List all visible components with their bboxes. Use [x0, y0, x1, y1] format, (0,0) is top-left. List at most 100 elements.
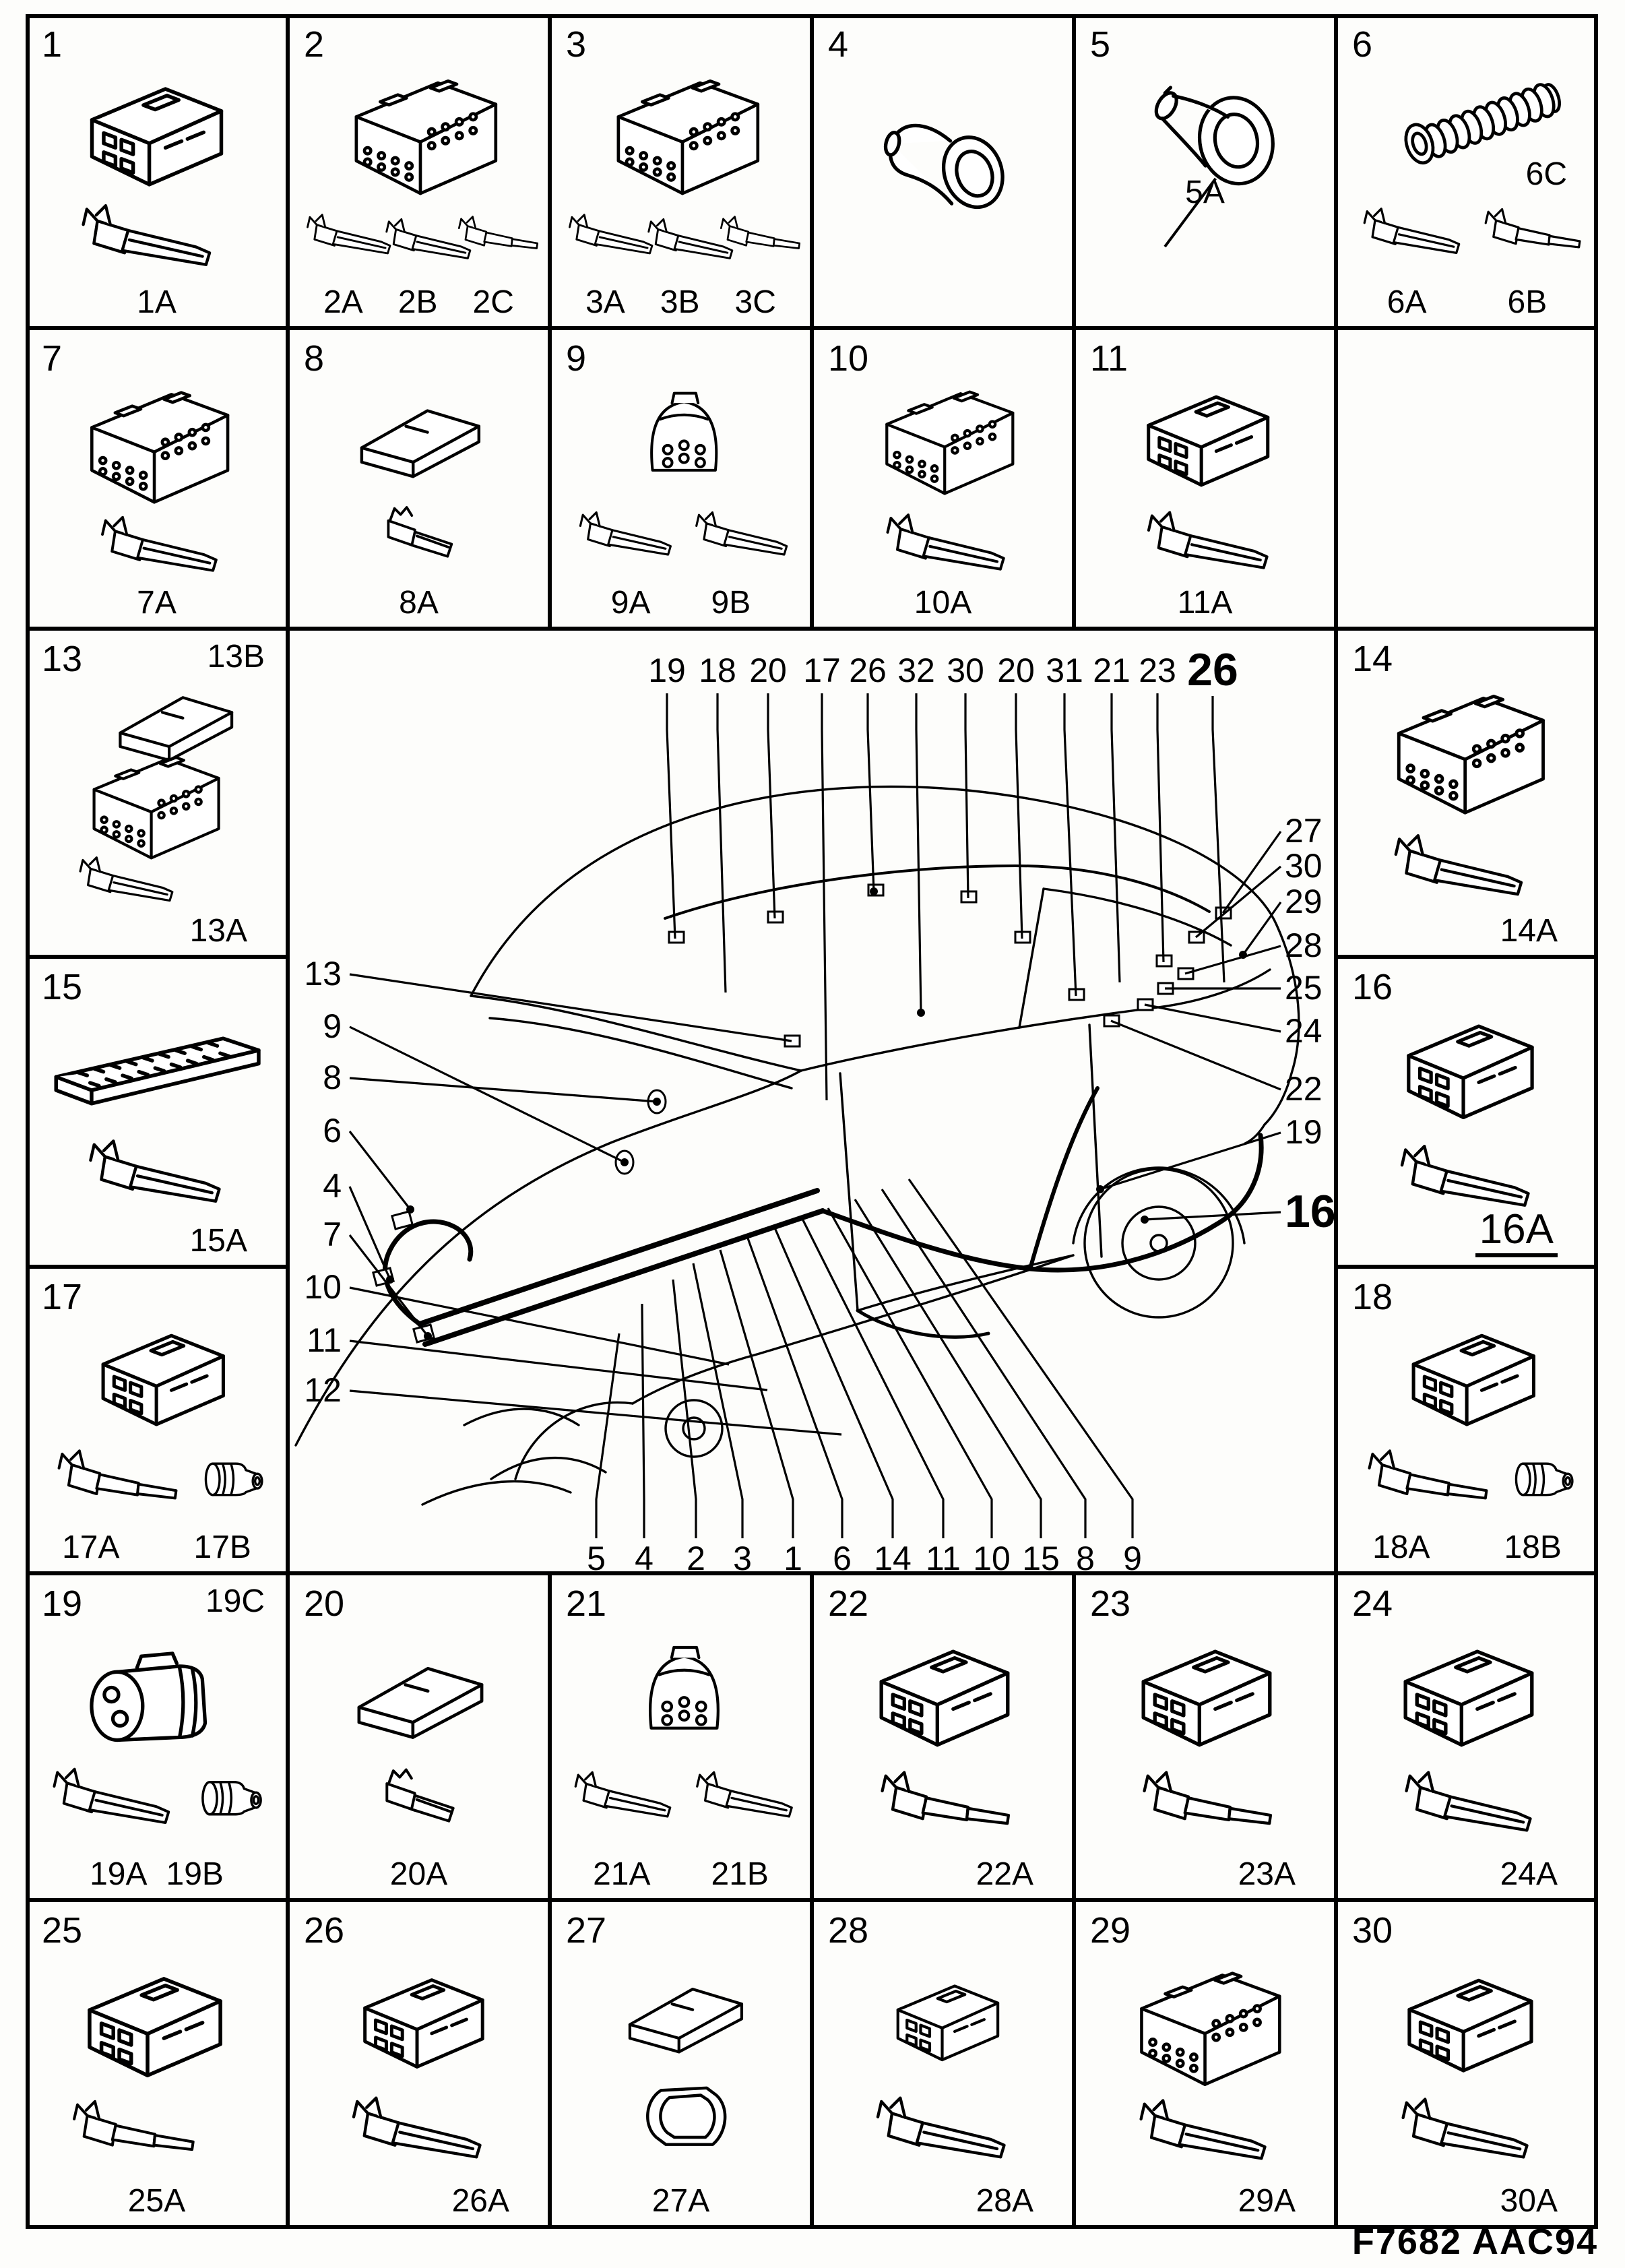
part-label: 28A	[976, 2183, 1033, 2219]
connector-drawing	[568, 69, 801, 260]
callout-number: 14	[874, 1540, 912, 1573]
part-cell-18: 18 18A 18B	[1336, 1267, 1598, 1573]
callout-number: 11	[307, 1321, 342, 1359]
callout-number: 24	[1285, 1012, 1323, 1050]
connector-drawing	[1347, 1955, 1587, 2173]
part-number: 6	[1352, 24, 1373, 65]
connector-drawing	[1347, 684, 1587, 903]
part-cell-13: 13 13B 13A	[26, 629, 288, 957]
part-label: 11A	[1177, 585, 1233, 621]
callout-number: 8	[323, 1059, 342, 1096]
callout-number: 28	[1285, 926, 1323, 964]
part-number: 20	[304, 1583, 345, 1624]
part-labels: 16A	[1336, 1209, 1598, 1257]
part-cell-25: 25 25A	[26, 1900, 288, 2227]
part-cell-11: 11 11A	[1074, 328, 1336, 629]
part-labels: 30A	[1336, 2185, 1598, 2217]
callout-number: 25	[1285, 969, 1323, 1007]
part-cell-5: 5 5A	[1074, 14, 1336, 328]
part-number: 13	[42, 639, 83, 679]
part-label: 8A	[399, 585, 439, 621]
callout-number: 12	[304, 1371, 342, 1409]
part-cell-16: 16 16A	[1336, 957, 1598, 1267]
part-label: 2A	[323, 284, 363, 320]
part-number: 10	[828, 338, 869, 379]
leader-dots	[386, 887, 1247, 1340]
callout-number: 9	[1123, 1540, 1142, 1573]
part-label: 6B	[1507, 284, 1548, 320]
connector-drawing	[1085, 1955, 1325, 2173]
part-label: 17B	[193, 1530, 251, 1565]
callout-number: 23	[1139, 652, 1176, 689]
part-number: 28	[828, 1910, 869, 1951]
part-label: 2B	[397, 284, 438, 320]
part-label: 21A	[593, 1856, 651, 1892]
part-label: 24A	[1500, 1856, 1558, 1892]
wiring-harness-lines	[383, 864, 1264, 1347]
part-label: 14A	[1500, 913, 1558, 949]
part-labels: 24A	[1336, 1858, 1598, 1891]
connector-drawing	[1347, 1012, 1587, 1213]
part-label: 26A	[451, 2183, 509, 2219]
part-label: 25A	[127, 2183, 186, 2219]
callout-number: 30	[947, 652, 984, 689]
part-label: 18A	[1372, 1530, 1430, 1565]
part-labels: 14A	[1336, 915, 1598, 947]
connector-drawing	[1085, 383, 1325, 575]
part-cell-9: 9 9A 9B	[550, 328, 812, 629]
figure-code: F7682 AAC94	[1351, 2222, 1598, 2262]
part-number: 2	[304, 24, 325, 65]
part-label: 3C	[734, 284, 776, 320]
part-labels: 1A	[26, 286, 288, 319]
callout-number: 26	[1187, 644, 1238, 695]
connector-drawing	[36, 1955, 277, 2173]
callout-number: 6	[833, 1540, 852, 1573]
part-labels: 3A 3B 3C	[550, 286, 812, 319]
part-labels: 11A	[1074, 587, 1336, 619]
connector-drawing	[298, 1629, 539, 1846]
connector-drawing	[36, 1012, 277, 1213]
callout-number: 22	[1285, 1070, 1323, 1108]
callout-number: 21	[1093, 652, 1130, 689]
part-label: 29A	[1238, 2183, 1296, 2219]
connector-drawing	[298, 1955, 539, 2173]
part-number: 8	[304, 338, 325, 379]
part-number: 29	[1090, 1910, 1131, 1951]
part-label: 19A	[90, 1856, 148, 1892]
part-cell-10: 10 10A	[812, 328, 1074, 629]
part-label: 13B	[207, 639, 265, 674]
part-label: 18B	[1504, 1530, 1562, 1565]
part-number: 17	[42, 1277, 83, 1317]
part-labels: 21A 21B	[550, 1858, 812, 1891]
callout-number: 8	[1076, 1540, 1095, 1573]
callout-number: 30	[1285, 847, 1323, 885]
part-label: 27A	[651, 2183, 710, 2219]
part-labels: 7A	[26, 587, 288, 619]
part-cell-20: 20 20A	[288, 1573, 550, 1900]
part-label: 21B	[711, 1856, 769, 1892]
connector-drawing	[36, 69, 277, 274]
part-label: 17A	[62, 1530, 120, 1565]
callout-number: 1	[784, 1540, 802, 1573]
part-number: 9	[566, 338, 587, 379]
callout-number: 4	[635, 1540, 654, 1573]
callout-number: 20	[997, 652, 1035, 689]
part-cell-15: 15 15A	[26, 957, 288, 1267]
part-cell-23: 23 23A	[1074, 1573, 1336, 1900]
part-cell-7: 7 7A	[26, 328, 288, 629]
part-number: 1	[42, 24, 63, 65]
callout-number: 3	[733, 1540, 752, 1573]
part-cell-29: 29 29A	[1074, 1900, 1336, 2227]
callout-number: 18	[699, 652, 736, 689]
callout-number: 10	[973, 1540, 1011, 1573]
part-label: 16A	[1475, 1209, 1558, 1257]
callout-number: 20	[749, 652, 787, 689]
part-label: 30A	[1500, 2183, 1558, 2219]
part-label: 6C	[1525, 156, 1567, 193]
callout-number: 19	[648, 652, 686, 689]
part-number: 22	[828, 1583, 869, 1624]
part-number: 25	[42, 1910, 83, 1951]
part-labels: 5A	[1074, 176, 1336, 209]
callout-number: 10	[304, 1268, 342, 1306]
